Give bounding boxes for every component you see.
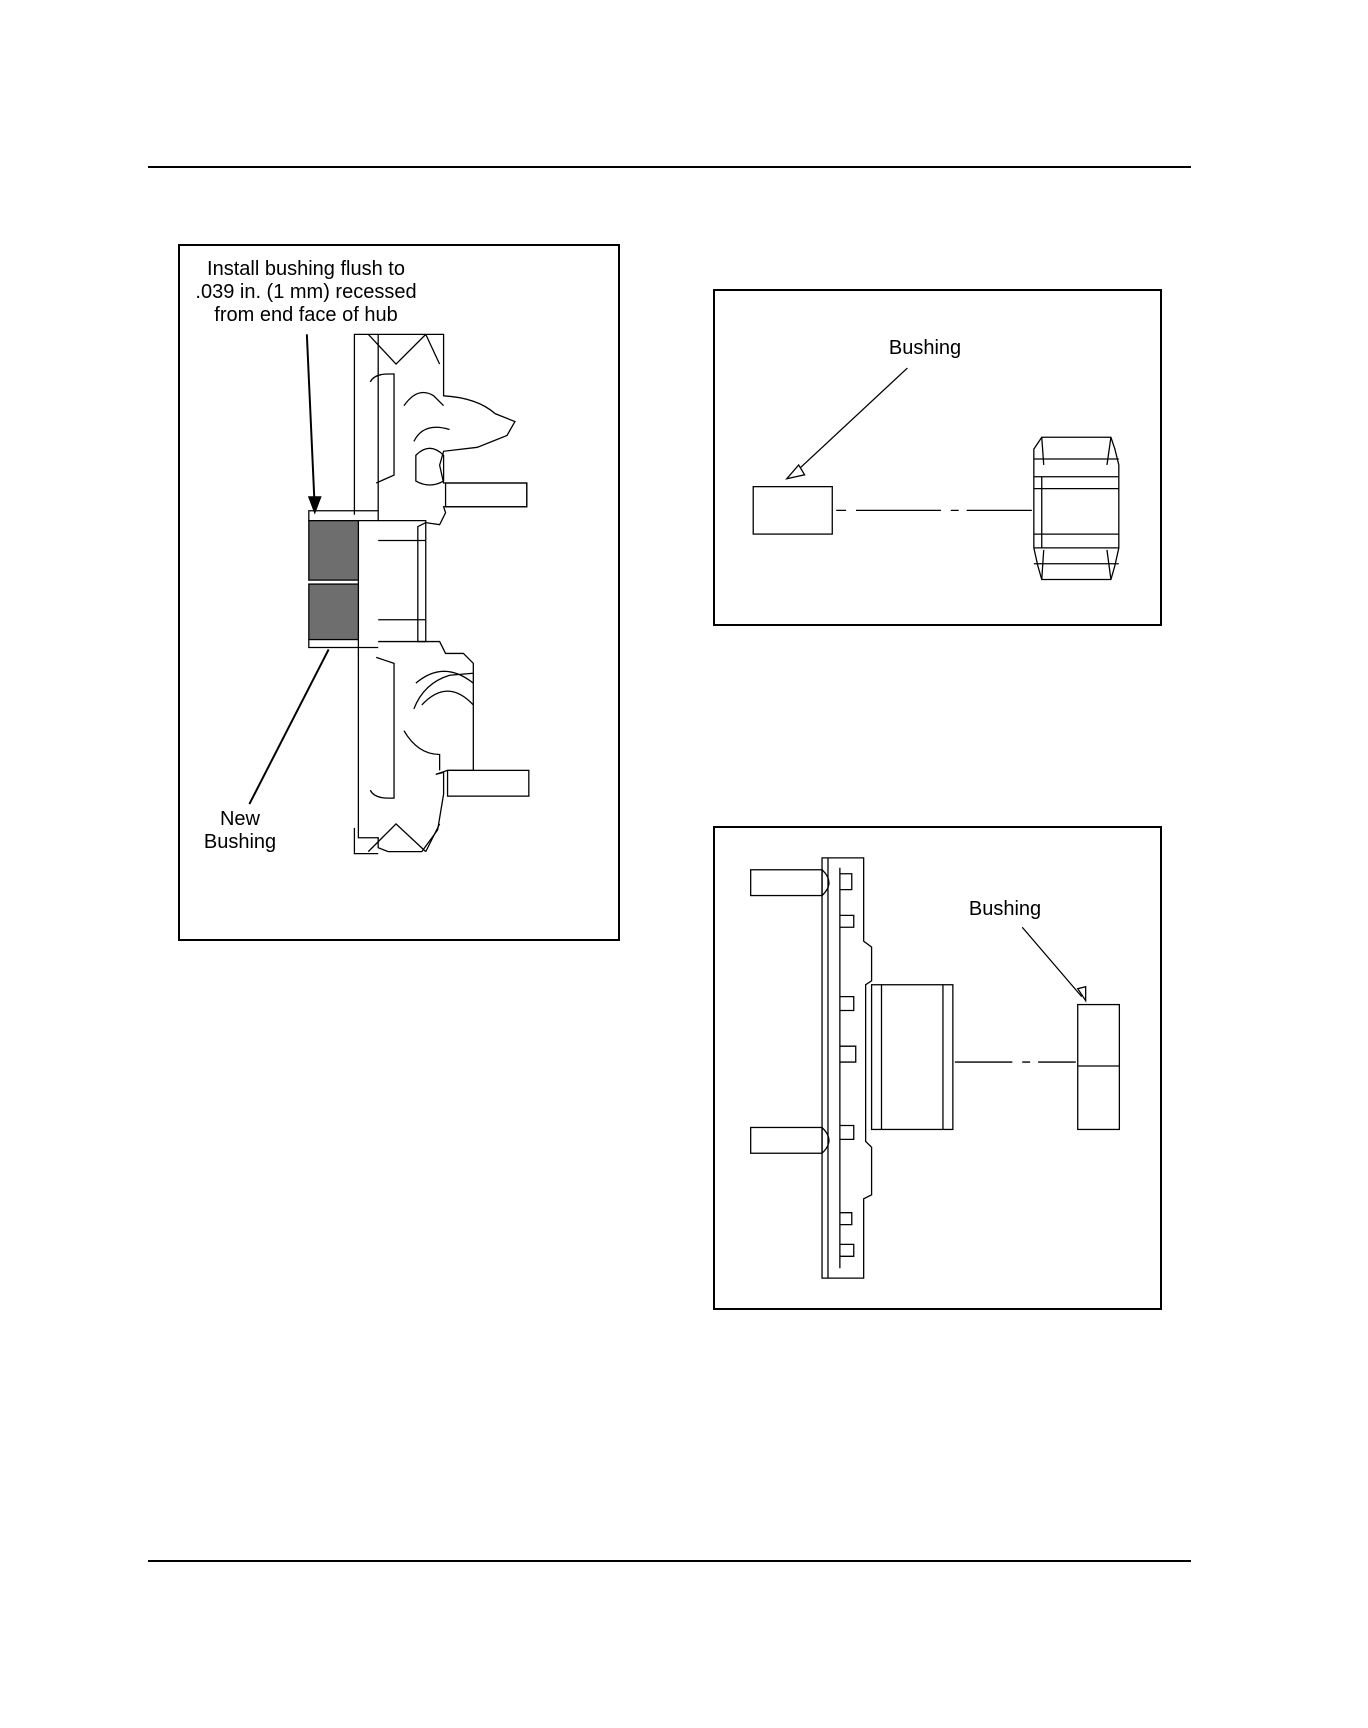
figure-bushing-into-hub: Bushing [713,826,1162,1310]
hub-side-drawing [715,828,1160,1308]
spindle [872,985,953,1130]
figure-bushing-into-gear: Bushing [713,289,1162,626]
hub-outline [358,334,526,851]
header-rule [148,166,1191,168]
new-bushing-upper [309,521,359,580]
figure-install-depth: Install bushing flush to .039 in. (1 mm)… [178,244,620,941]
hub-body [822,858,872,1278]
new-bushing-lower [309,584,359,639]
new-bushing-label: New Bushing [190,808,290,854]
footer-rule [148,1560,1191,1562]
install-note-label: Install bushing flush to .039 in. (1 mm)… [180,258,432,327]
bushing-label: Bushing [945,898,1065,921]
bushing-part [1078,1005,1120,1130]
bushing-label: Bushing [865,337,985,360]
bushing-part [753,487,832,534]
